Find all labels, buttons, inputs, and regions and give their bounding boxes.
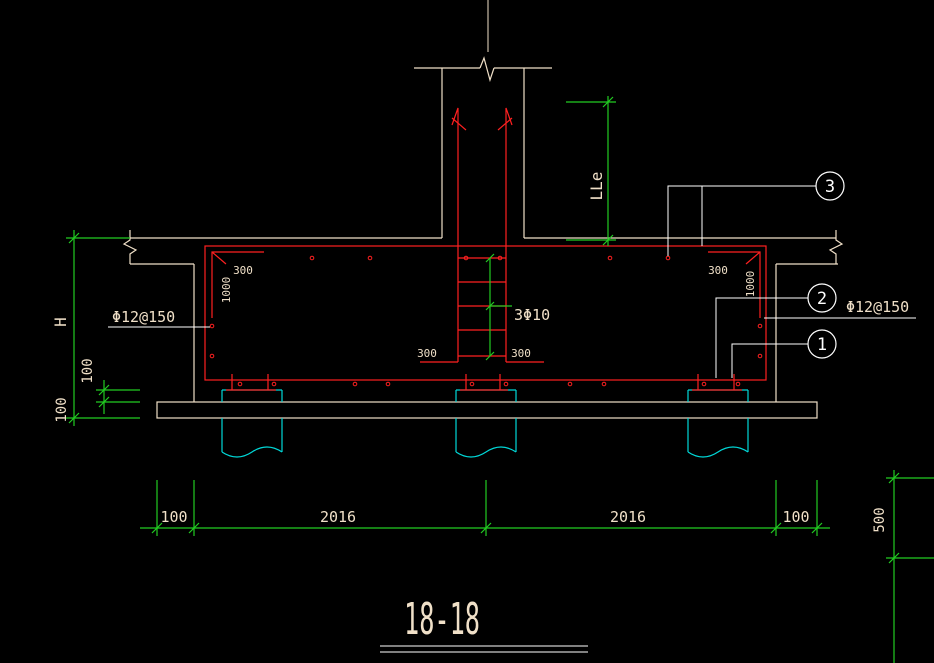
label-rebar-left: Φ12@150 <box>112 308 175 326</box>
label-top-left-300: 300 <box>233 264 253 277</box>
label-mid-300-right: 300 <box>511 347 531 360</box>
label-dim-100-left: 100 <box>80 358 96 383</box>
label-top-right-300: 300 <box>708 264 728 277</box>
label-mid-300-left: 300 <box>417 347 437 360</box>
callout-circle-2 <box>807 283 837 313</box>
leaders <box>108 185 916 653</box>
dimension-lines <box>66 96 934 663</box>
label-bottom-2016-right: 2016 <box>610 508 646 526</box>
rebar-dots <box>209 255 763 387</box>
label-right-500: 500 <box>872 507 888 532</box>
label-rebar-right: Φ12@150 <box>846 298 909 316</box>
label-bottom-2016-left: 2016 <box>320 508 356 526</box>
callout-circle-1 <box>807 329 837 359</box>
label-lle: LLe <box>587 172 606 201</box>
label-rebar-3phi10: 3Φ10 <box>514 306 550 324</box>
pile-right <box>687 389 749 458</box>
pile-cap-outline <box>122 230 844 419</box>
column-outline <box>414 0 552 238</box>
pile-left <box>221 389 283 458</box>
label-bottom-100-left: 100 <box>160 508 187 526</box>
callout-circle-3 <box>815 171 845 201</box>
rebar <box>204 107 767 391</box>
label-right-1000: 1000 <box>744 271 757 298</box>
callout-text-3: 3 <box>825 177 835 197</box>
label-h: H <box>51 317 70 327</box>
callout-text-1: 1 <box>817 335 827 355</box>
pile-middle <box>455 389 517 458</box>
callout-text-2: 2 <box>817 289 827 309</box>
piles <box>221 389 749 458</box>
label-bottom-100-right: 100 <box>782 508 809 526</box>
label-dim-100-left-lower: 100 <box>54 397 70 422</box>
label-left-1000: 1000 <box>220 277 233 304</box>
label-section-title: 18-18 <box>404 594 480 645</box>
